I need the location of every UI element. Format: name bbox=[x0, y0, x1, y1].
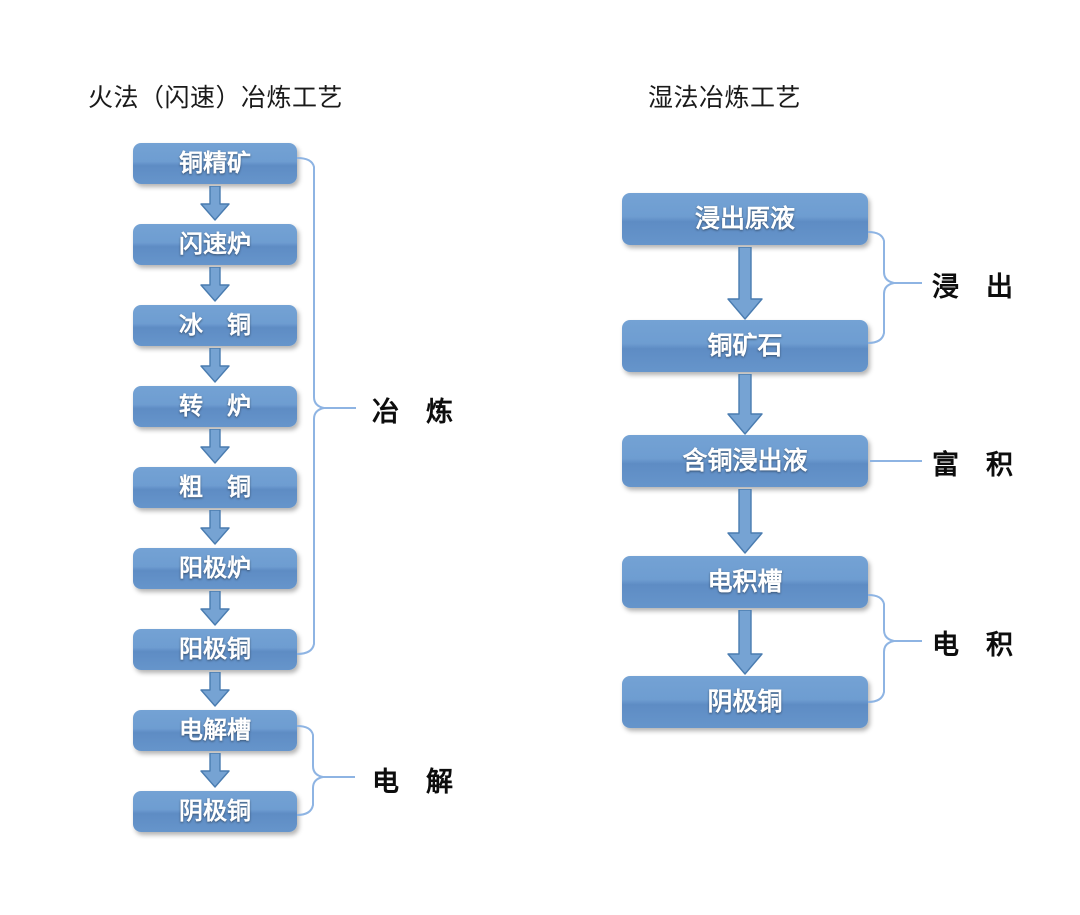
right-node-4[interactable]: 阴极铜 bbox=[622, 676, 868, 728]
left-arrow-1-2 bbox=[199, 267, 231, 303]
left-node-6[interactable]: 阳极铜 bbox=[133, 629, 297, 670]
left-node-7-label: 电解槽 bbox=[179, 717, 251, 744]
right-flow-title: 湿法冶炼工艺 bbox=[648, 85, 802, 112]
right-node-4-label: 阴极铜 bbox=[707, 688, 783, 716]
left-node-1[interactable]: 闪速炉 bbox=[133, 224, 297, 265]
right-node-3[interactable]: 电积槽 bbox=[622, 556, 868, 608]
left-node-8[interactable]: 阴极铜 bbox=[133, 791, 297, 832]
right-node-0-label: 浸出原液 bbox=[694, 205, 795, 233]
left-node-4[interactable]: 粗 铜 bbox=[133, 467, 297, 508]
left-node-5[interactable]: 阳极炉 bbox=[133, 548, 297, 589]
right-arrow-2-3 bbox=[726, 489, 764, 555]
left-arrow-0-1 bbox=[199, 186, 231, 222]
left-arrow-7-8 bbox=[199, 753, 231, 789]
left-node-2[interactable]: 冰 铜 bbox=[133, 305, 297, 346]
right-node-2[interactable]: 含铜浸出液 bbox=[622, 435, 868, 487]
right-group-label-enrichment: 富 积 bbox=[932, 450, 1013, 480]
left-node-8-label: 阴极铜 bbox=[179, 798, 251, 825]
right-node-1[interactable]: 铜矿石 bbox=[622, 320, 868, 372]
left-arrow-5-6 bbox=[199, 591, 231, 627]
bracket-left-smelting bbox=[296, 157, 356, 655]
left-arrow-2-3 bbox=[199, 348, 231, 384]
left-group-label-electrolysis: 电 解 bbox=[372, 767, 453, 797]
left-node-6-label: 阳极铜 bbox=[179, 636, 251, 663]
bracket-left-electrolysis bbox=[296, 725, 355, 816]
left-node-4-label: 粗 铜 bbox=[179, 474, 251, 501]
left-arrow-3-4 bbox=[199, 429, 231, 465]
left-arrow-6-7 bbox=[199, 672, 231, 708]
left-node-0-label: 铜精矿 bbox=[179, 150, 251, 177]
bracket-right-electrowinning bbox=[867, 594, 922, 703]
bracket-right-leaching bbox=[867, 231, 922, 344]
left-node-5-label: 阳极炉 bbox=[179, 555, 251, 582]
left-arrow-4-5 bbox=[199, 510, 231, 546]
left-node-1-label: 闪速炉 bbox=[179, 231, 251, 258]
right-arrow-1-2 bbox=[726, 374, 764, 436]
right-group-label-electrowinning: 电 积 bbox=[932, 630, 1013, 660]
left-flow-title: 火法（闪速）冶炼工艺 bbox=[88, 85, 344, 112]
left-node-3-label: 转 炉 bbox=[179, 393, 251, 420]
right-group-label-leaching: 浸 出 bbox=[932, 272, 1013, 302]
left-node-3[interactable]: 转 炉 bbox=[133, 386, 297, 427]
right-node-1-label: 铜矿石 bbox=[707, 332, 783, 360]
left-node-7[interactable]: 电解槽 bbox=[133, 710, 297, 751]
left-group-label-smelting: 冶 炼 bbox=[372, 397, 453, 427]
right-arrow-3-4 bbox=[726, 610, 764, 676]
right-node-2-label: 含铜浸出液 bbox=[682, 447, 808, 475]
left-node-0[interactable]: 铜精矿 bbox=[133, 143, 297, 184]
left-node-2-label: 冰 铜 bbox=[179, 312, 251, 339]
right-arrow-0-1 bbox=[726, 247, 764, 321]
right-node-0[interactable]: 浸出原液 bbox=[622, 193, 868, 245]
right-node-3-label: 电积槽 bbox=[707, 568, 783, 596]
